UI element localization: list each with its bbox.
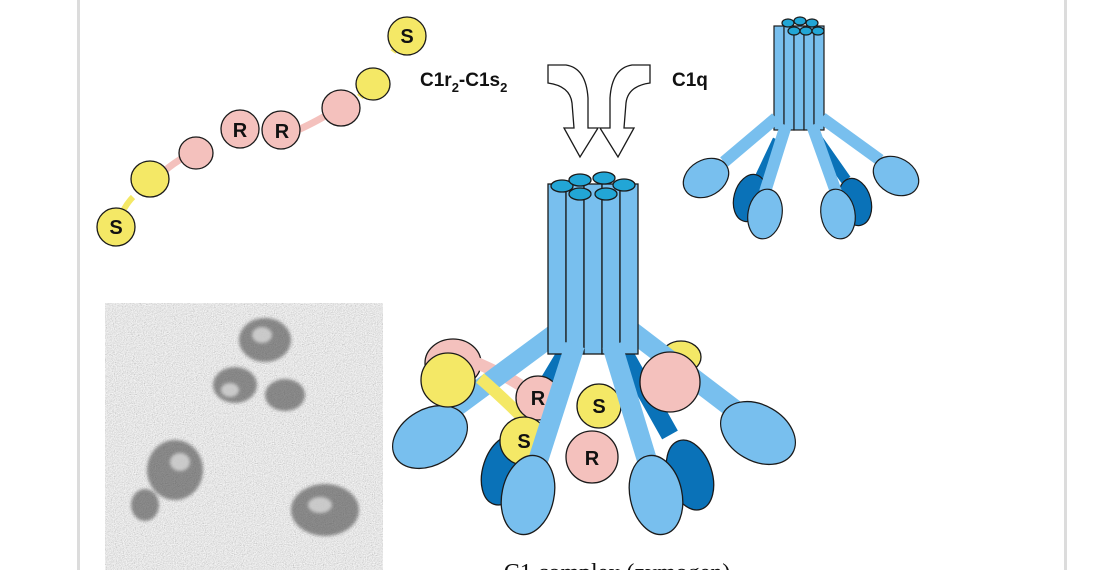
yellow-domain-2: [355, 67, 391, 101]
c1r2-c1s2-label: C1r2-C1s2: [420, 70, 507, 95]
c1q-small-molecule: [682, 16, 920, 240]
yellow-domain: [130, 160, 170, 198]
r-label-right: R: [275, 121, 290, 143]
r-domain-left: [220, 109, 260, 149]
right-border: [1064, 0, 1067, 570]
s-label-complex-2: S: [517, 431, 530, 453]
s-label-upper: S: [400, 26, 413, 48]
r-label-complex-1: R: [531, 388, 546, 410]
s-domain-lower: [96, 207, 136, 247]
micrograph-image: [105, 303, 383, 570]
pink-domain-2: [321, 89, 361, 127]
c1-complex-caption: C1 complex (zymogen): [504, 560, 731, 570]
down-arrows-icon: [547, 64, 651, 159]
r-label-left: R: [233, 120, 248, 142]
left-border: [77, 0, 80, 570]
s-domain-upper: [387, 16, 427, 56]
c1r2-c1s2-chain: [96, 16, 427, 247]
s-label-lower: S: [109, 217, 122, 239]
r-label-complex-2: R: [585, 448, 600, 470]
pink-domain: [178, 136, 214, 170]
s-label-complex-1: S: [592, 396, 605, 418]
c1q-label: C1q: [672, 70, 708, 91]
r-domain-right: [261, 110, 301, 150]
c1-complex: [391, 171, 797, 536]
